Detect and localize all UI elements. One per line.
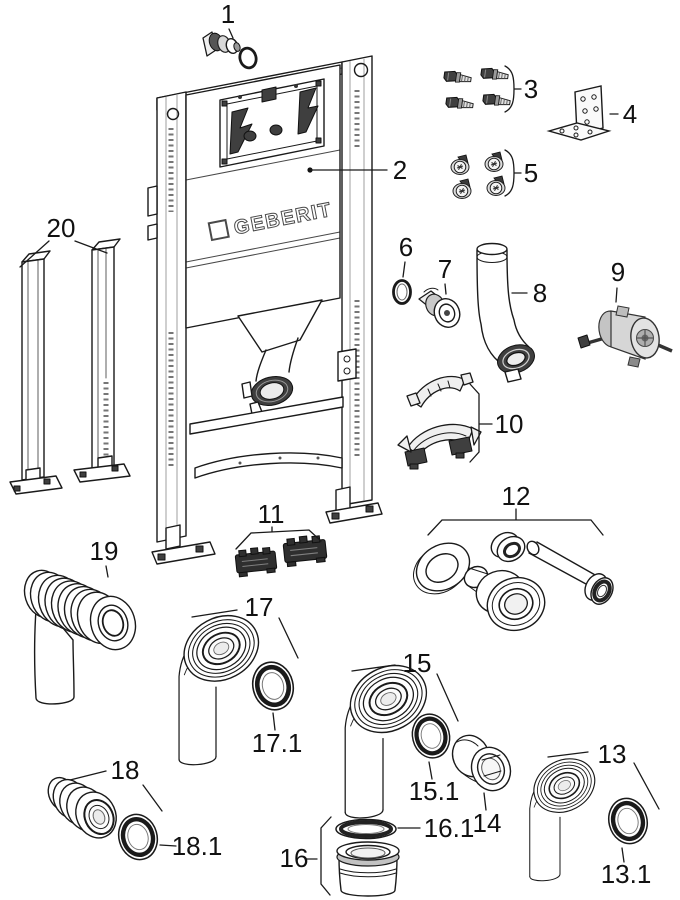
callout-17-1: 17.1 — [252, 712, 303, 758]
part-19-corrugated-bend — [23, 569, 137, 705]
callout-16: 16 — [280, 816, 332, 896]
part-17-label: 17 — [245, 592, 274, 622]
callout-18-1: 18.1 — [159, 831, 223, 861]
part-11-fastening-clips — [234, 533, 328, 578]
screw — [450, 154, 470, 176]
part-13-1-label: 13.1 — [601, 859, 652, 889]
part-2-frame-cistern: GEBERIT — [147, 55, 383, 565]
part-14-label: 14 — [473, 808, 502, 838]
part-2-label: 2 — [393, 155, 407, 185]
screw — [484, 151, 504, 173]
part-18-label: 18 — [111, 755, 140, 785]
part-10-pipe-clamp — [397, 372, 482, 470]
bolt — [479, 66, 510, 83]
part-18-connector-sleeve — [47, 776, 117, 839]
part-5-label: 5 — [524, 158, 538, 188]
bolt — [444, 95, 475, 112]
callout-13-1: 13.1 — [601, 847, 652, 889]
part-18-1-seal — [113, 810, 162, 864]
part-16-1-seal-flat — [335, 818, 397, 840]
bolt — [442, 69, 473, 86]
callout-4: 4 — [609, 99, 637, 129]
part-10-label: 10 — [495, 409, 524, 439]
callout-17: 17 — [191, 592, 299, 659]
screw — [452, 178, 472, 200]
part-16-connector-cup — [336, 841, 400, 897]
part-20-label: 20 — [47, 213, 76, 243]
clip — [282, 533, 328, 568]
screw — [486, 175, 506, 197]
part-3-screws — [442, 66, 512, 112]
clip — [234, 545, 278, 578]
part-17-1-seal — [248, 658, 298, 714]
callout-3: 3 — [504, 65, 538, 113]
part-8-label: 8 — [533, 278, 547, 308]
part-8-flush-bend — [476, 242, 535, 383]
part-18-1-label: 18.1 — [172, 831, 223, 861]
part-16-1-label: 16.1 — [424, 813, 475, 843]
part-4-label: 4 — [623, 99, 637, 129]
part-12-flush-pipe-set — [413, 531, 614, 632]
callout-19: 19 — [90, 536, 119, 578]
part-15-1-label: 15.1 — [409, 776, 460, 806]
part-11-label: 11 — [258, 499, 285, 529]
callout-12: 12 — [427, 481, 604, 536]
callout-15-1: 15.1 — [409, 761, 460, 806]
callout-16-1: 16.1 — [397, 813, 475, 843]
part-1-o-ring — [238, 46, 258, 70]
part-13-pan-bend — [523, 747, 605, 882]
outlet-collar — [250, 375, 294, 407]
callout-11: 11 — [235, 499, 322, 550]
part-12-label: 12 — [502, 481, 531, 511]
callout-15: 15 — [351, 648, 459, 722]
part-20-extension-rails — [9, 238, 131, 495]
callout-6: 6 — [399, 232, 413, 278]
callout-5: 5 — [504, 149, 538, 197]
part-1-label: 1 — [221, 0, 235, 29]
part-9-label: 9 — [611, 257, 625, 287]
part-4-angle-bracket — [546, 85, 612, 141]
part-3-label: 3 — [524, 74, 538, 104]
part-13-1-seal — [604, 794, 652, 847]
callout-1: 1 — [221, 0, 235, 39]
callout-8: 8 — [511, 278, 547, 308]
part-9-mounting-unit — [577, 305, 673, 368]
callout-9: 9 — [611, 257, 625, 303]
part-13-label: 13 — [598, 739, 627, 769]
callout-20: 20 — [19, 213, 108, 268]
part-14-sleeve — [451, 734, 512, 792]
callout-13: 13 — [547, 739, 660, 810]
part-6-label: 6 — [399, 232, 413, 262]
part-1-inlet-connector — [202, 31, 258, 70]
part-17-1-label: 17.1 — [252, 728, 303, 758]
part-7-connector-nipple — [418, 287, 461, 328]
callout-14: 14 — [473, 792, 502, 838]
part-19-label: 19 — [90, 536, 119, 566]
part-5-fixing-screws — [450, 151, 506, 200]
part-16-label: 16 — [280, 843, 309, 873]
callout-2: 2 — [307, 155, 407, 185]
part-15-label: 15 — [403, 648, 432, 678]
callout-7: 7 — [438, 254, 452, 295]
callout-18: 18 — [69, 755, 163, 812]
part-6-o-ring — [392, 279, 412, 305]
callout-10: 10 — [469, 383, 524, 463]
bolt — [481, 92, 512, 109]
part-7-label: 7 — [438, 254, 452, 284]
